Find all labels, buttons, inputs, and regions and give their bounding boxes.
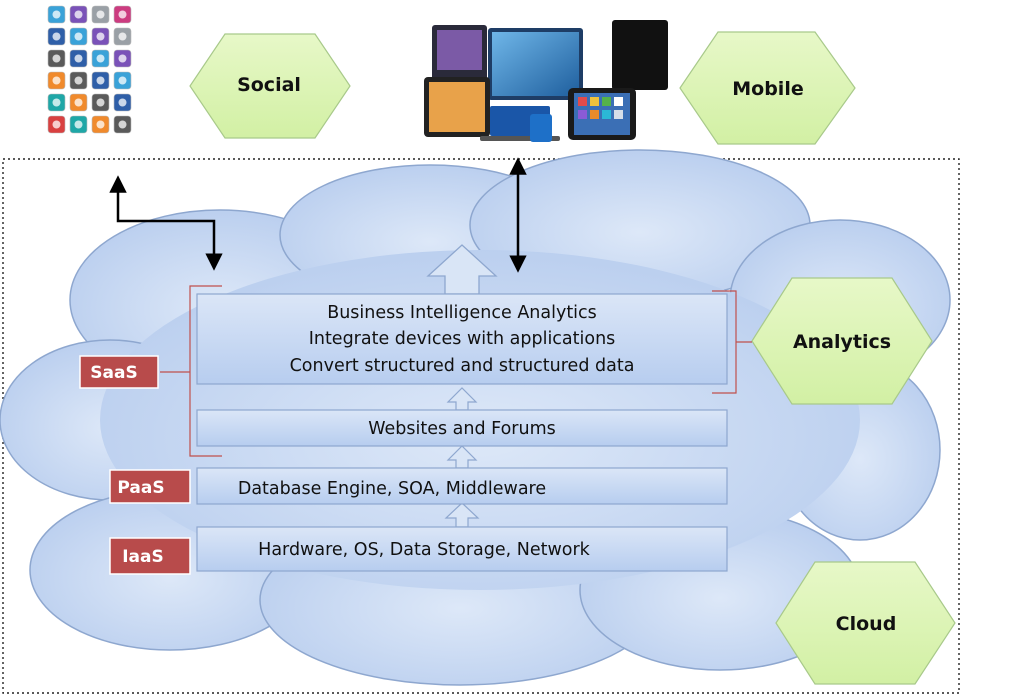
social-app-icon-glyph (74, 32, 83, 41)
mobile-hexagon: Mobile (679, 31, 856, 145)
social-app-icon-glyph (96, 10, 105, 19)
social-app-icon-glyph (74, 76, 83, 85)
layer-line-convert: Convert structured and structured data (290, 356, 635, 376)
mobile-label: Mobile (732, 78, 803, 100)
iaas-layer: Hardware, OS, Data Storage, Network (196, 526, 728, 572)
social-app-icon-glyph (118, 98, 127, 107)
iaas-layer-label: Hardware, OS, Data Storage, Network (258, 540, 591, 560)
social-app-icon-glyph (96, 120, 105, 129)
social-app-icon-glyph (52, 76, 61, 85)
social-app-icon-glyph (118, 54, 127, 63)
social-app-icons (47, 5, 132, 134)
analytics-label: Analytics (793, 331, 891, 353)
phone (530, 114, 552, 142)
saas-tier-label: SaaS (90, 363, 137, 383)
mobile-devices-illustration (424, 20, 668, 142)
social-app-icon-glyph (52, 32, 61, 41)
social-app-icon-glyph (52, 54, 61, 63)
social-app-icon-glyph (74, 10, 83, 19)
upward-arrow-websites (446, 445, 478, 469)
social-hexagon: Social (189, 33, 351, 139)
paas-layer: Database Engine, SOA, Middleware (196, 467, 728, 505)
social-app-icon-glyph (118, 32, 127, 41)
upward-arrow-paas (444, 502, 480, 528)
iaas-tier-label: IaaS (122, 547, 164, 567)
upward-arrow-top (426, 244, 498, 295)
cloud-label: Cloud (836, 613, 897, 635)
paas-layer-label: Database Engine, SOA, Middleware (238, 479, 546, 499)
social-connector-arrow (109, 175, 223, 271)
social-app-icon-glyph (74, 98, 83, 107)
analytics-hexagon: Analytics (751, 277, 933, 405)
social-app-icon-glyph (74, 120, 83, 129)
cloud-hexagon: Cloud (775, 561, 956, 685)
paas-tier-label: PaaS (117, 478, 164, 498)
social-app-icon-glyph (96, 54, 105, 63)
websites-label: Websites and Forums (368, 419, 556, 439)
social-app-icon-glyph (52, 10, 61, 19)
social-app-icon-glyph (74, 54, 83, 63)
social-app-icon-glyph (118, 120, 127, 129)
social-app-icon-glyph (96, 32, 105, 41)
social-app-icon-glyph (118, 10, 127, 19)
social-label: Social (237, 74, 301, 96)
layer-line-bi: Business Intelligence Analytics (327, 303, 597, 323)
saas-bracket (160, 285, 222, 457)
upward-arrow-saas (446, 387, 478, 411)
analytics-bracket (712, 290, 752, 394)
ebook-reader (612, 20, 668, 90)
social-app-icon-glyph (96, 98, 105, 107)
social-app-icon-glyph (52, 120, 61, 129)
social-app-icon-glyph (52, 98, 61, 107)
social-app-icon-glyph (96, 76, 105, 85)
saas-tier-badge: SaaS (79, 355, 159, 389)
websites-layer: Websites and Forums (196, 409, 728, 447)
saas-analytics-layer: Business Intelligence Analytics Integrat… (196, 293, 728, 385)
paas-tier-badge: PaaS (109, 469, 191, 504)
iaas-tier-badge: IaaS (109, 537, 191, 575)
social-app-icon-glyph (118, 76, 127, 85)
layer-line-integrate: Integrate devices with applications (309, 329, 616, 349)
